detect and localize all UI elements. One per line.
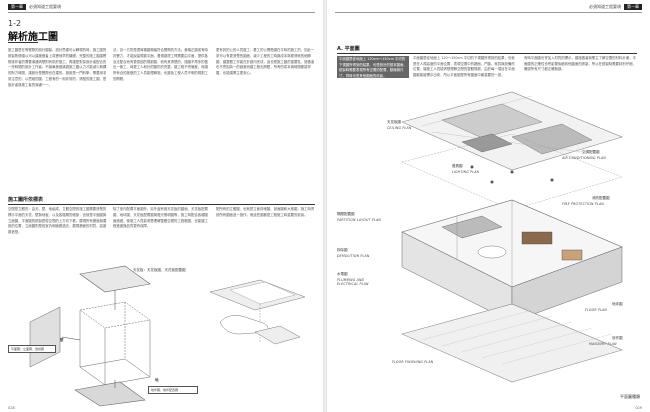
plan-cut-diagram <box>209 279 306 345</box>
page-number-left: 028 <box>8 406 15 410</box>
floor-callout: 地坪圖、地坪配置圖 <box>148 386 198 394</box>
section-title: 解析施工圖 <box>8 32 58 43</box>
demolition-label-zh: 拆除圖 <box>337 248 348 252</box>
fire-plan-label-en: FIRE PROTECTION PLAN <box>562 202 604 206</box>
lighting-plan-label-en: LIGHTING PLAN <box>452 170 480 174</box>
section-number: 1-2 <box>8 19 22 28</box>
sub-col-2: 除了室內配置平面圖外，另外還有與天花板的圖面、天花板配置圖、地坪圖、天花板配置圖… <box>113 207 208 229</box>
floor-plan-label-zh: 地坪圖 <box>612 302 623 306</box>
plan-heading: A. 平面圖 <box>337 46 360 52</box>
header-rule <box>8 12 315 13</box>
title-rule <box>8 42 38 43</box>
right-header: 必須知道工程要項 第一章 <box>589 3 642 11</box>
wall-label: 壁 <box>60 338 64 342</box>
demolition-label-en: DEMOLITION PLAN <box>337 254 370 258</box>
floor-layer <box>401 303 623 383</box>
sub-heading: 施工圖所依標表 <box>8 197 44 203</box>
partition-label-zh: 隔間配置圖 <box>337 212 355 216</box>
room-model <box>401 199 623 323</box>
body-col-3: 更有其的公的人員做工，看工的公問題讓在平時的施工的，如此一來可以有更清楚的圖面，… <box>216 48 315 76</box>
plumbing-label-zh: 水電圖 <box>337 272 348 276</box>
floor-label: 地 <box>155 378 159 382</box>
header-title: 必須知道工程要項 <box>29 4 61 9</box>
partition-label-en: PARTITION LAYOUT PLAN <box>337 218 381 222</box>
body-col-1: 施工圖是在等實際的設計圖製、設計思慮可以轉現的時，施工圖的繪製則便讓以可以讓施做… <box>8 48 107 87</box>
exploded-plan-diagram <box>401 91 623 383</box>
body-col-2: 法，另一方則是適時審圖務議符合實際的方法。畫構正圖或有時判實力、才能說量規劃平面… <box>113 48 208 81</box>
plumbing-label-en: PLUMBING AND ELECTRICAL PLAN <box>337 278 369 286</box>
wall-callout: 平面圖、立面圖、透視圖 <box>8 345 56 353</box>
floor-plan-label-en: FLOOR PLAN <box>585 308 608 312</box>
masonry-label-en: MASONRY PLAN <box>589 342 617 346</box>
ceiling-plan-label-zh: 天花板圖 <box>387 120 401 124</box>
aircon-plan-label-en: AIR CONDITIONING PLAN <box>562 156 606 160</box>
header-rule-right <box>335 12 642 13</box>
lighting-plan-label-zh: 燈具圖 <box>452 164 463 168</box>
masonry-label-zh: 泥作圖 <box>612 336 623 340</box>
plan-text-col-2: 平面圖是從地面上 120～150cm 平切的下視圖所得到的結果，也就是在人視高度… <box>413 56 515 77</box>
sub-col-3: 配所有的立體圖，也就是立面詳細圖、剖面圖和大樣圖，施工時會依所有圖面逐一施作，而… <box>216 207 315 217</box>
book-gutter <box>323 0 327 412</box>
sub-rule <box>8 204 315 205</box>
figure-caption: 平面圖種類 <box>620 394 640 399</box>
plan-text-col-3: 有時平面圖也會加入材質的標示，讓施做者與業主了解空間的材料計畫，平面圖的正確性也… <box>524 56 636 71</box>
lighting-layer <box>401 133 623 211</box>
fire-plan-label-zh: 消防配置圖 <box>592 196 610 200</box>
highlight-textbox: 平面圖是從地面上 120cm～150cm 平切的下視圖所得到的結果，也是設計的基… <box>337 56 409 78</box>
chapter-tag-right: 第一章 <box>624 4 642 10</box>
sub-col-1: 空間是立體的：由天、壁、地組成，立體空間的施工圖需要清楚的標示平面的天花、壁與地… <box>8 207 107 235</box>
chapter-tag: 第一章 <box>8 4 26 10</box>
ceiling-label: 天花板：天花板圖、天花板配置圖 <box>133 268 186 272</box>
plan-heading-rule <box>337 53 637 54</box>
left-header: 第一章 必須知道工程要項 <box>8 3 61 11</box>
left-page: 第一章 必須知道工程要項 1-2 解析施工圖 施工圖是在等實際的設計圖製、設計思… <box>0 0 323 412</box>
floor-finishing-label-en: FLOOR FINISHING PLAN <box>392 360 434 364</box>
right-page: 必須知道工程要項 第一章 A. 平面圖 平面圖是從地面上 120cm～150cm… <box>327 0 650 412</box>
ceiling-plan-label-en: CEILING PLAN <box>387 126 412 130</box>
ceiling-layer <box>401 91 623 171</box>
header-title-right: 必須知道工程要項 <box>589 4 621 9</box>
page-number-right: 029 <box>635 406 642 410</box>
aircon-plan-label-zh: 空調配置圖 <box>582 150 600 154</box>
